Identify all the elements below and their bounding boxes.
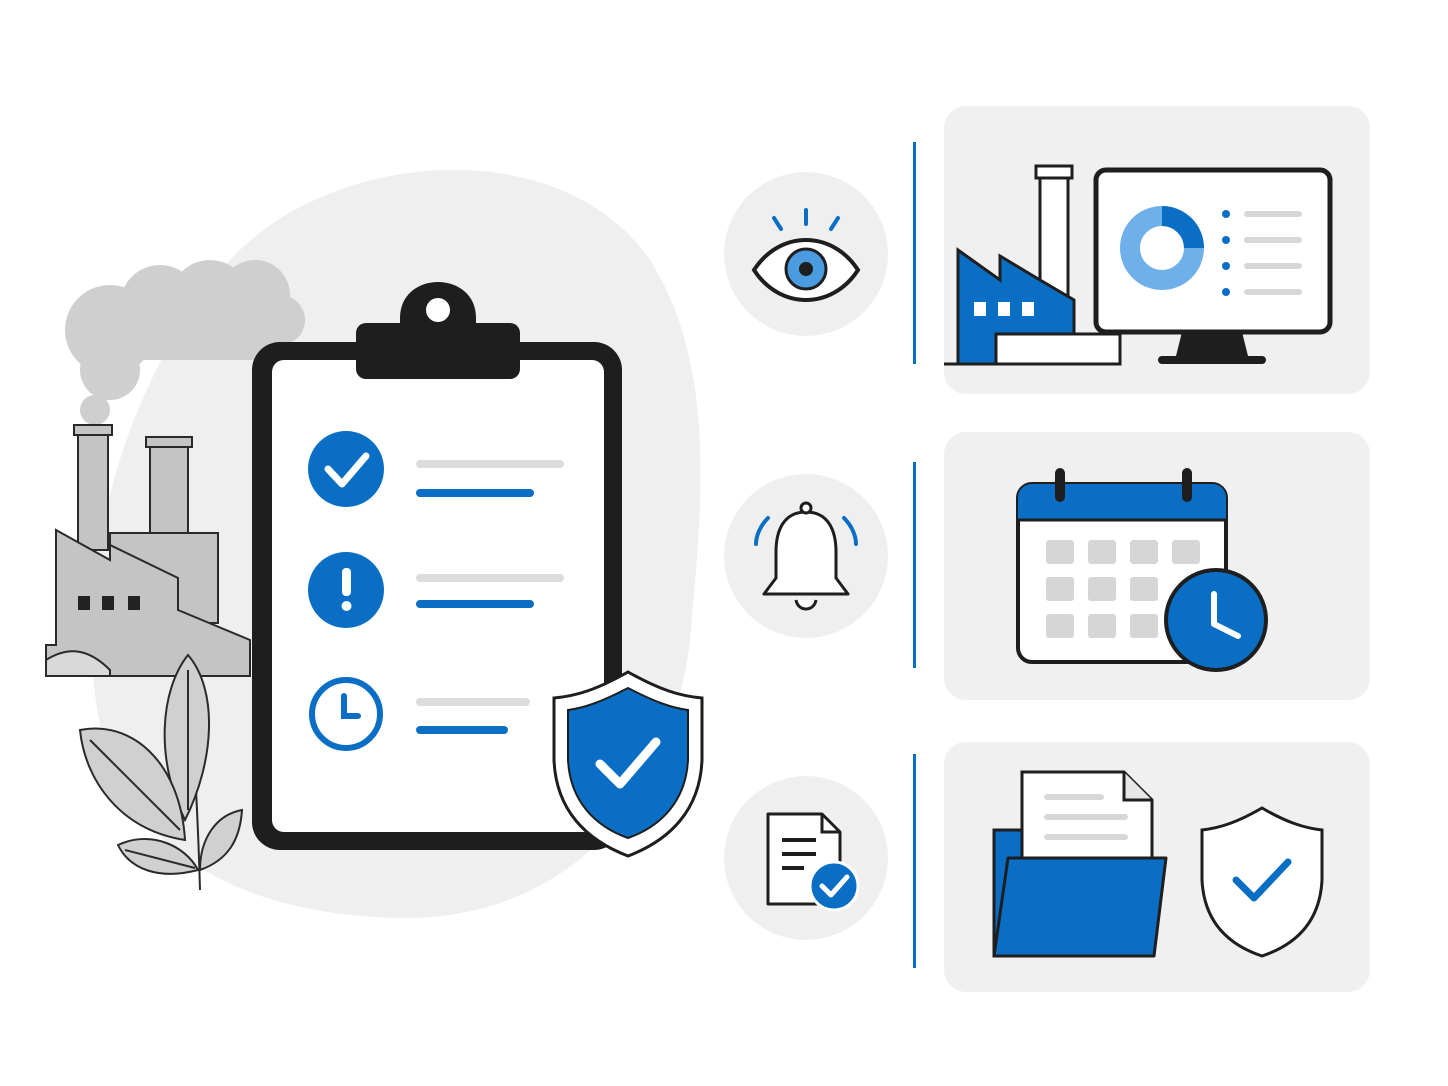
bell-icon [754, 501, 858, 611]
factory-icon [944, 164, 1122, 366]
list-item [416, 460, 564, 497]
alert-circle-icon [308, 552, 384, 628]
folder-document-icon [992, 770, 1168, 958]
list-item [416, 574, 564, 608]
smoke-cloud-icon [65, 260, 305, 425]
divider [913, 142, 916, 364]
document-check-icon [766, 812, 860, 912]
eye-icon [751, 208, 861, 302]
divider [913, 754, 916, 968]
check-circle-icon [308, 431, 384, 507]
leaf-icon [78, 653, 244, 891]
shield-check-icon [552, 670, 704, 858]
monitor-dashboard-icon [1093, 167, 1333, 364]
shield-check-icon [1200, 806, 1324, 958]
clock-icon [309, 677, 383, 751]
list-item [416, 698, 530, 734]
calendar-clock-icon [1016, 468, 1268, 672]
factory-icon [45, 424, 251, 677]
divider [913, 462, 916, 668]
